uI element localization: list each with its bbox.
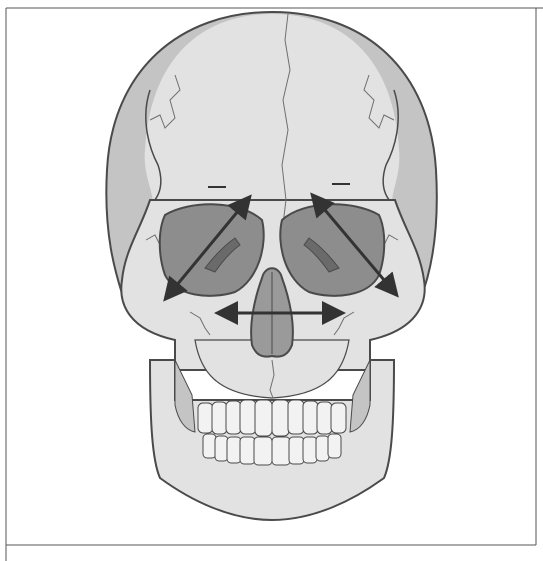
upper-teeth <box>198 400 346 436</box>
left-orbit <box>160 204 264 296</box>
